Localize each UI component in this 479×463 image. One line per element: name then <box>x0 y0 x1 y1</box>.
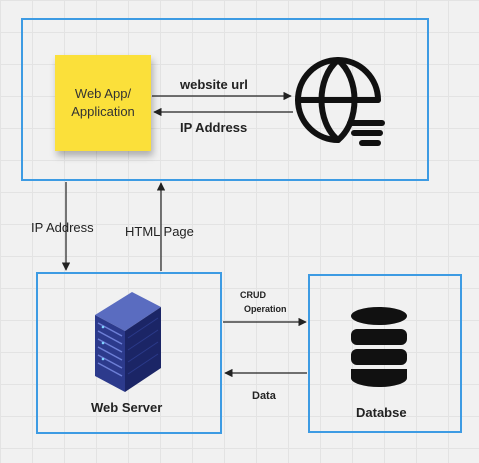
crud-operation-label: Operation <box>244 304 287 314</box>
database-container <box>308 274 462 433</box>
database-icon <box>351 307 407 387</box>
html-page-label: HTML Page <box>125 224 194 239</box>
ip-address-top-label: IP Address <box>180 120 248 135</box>
ip-address-side-label: IP Address <box>31 220 94 235</box>
database-label: Databse <box>356 405 407 420</box>
web-server-container <box>36 272 222 434</box>
globe-icon <box>295 57 385 146</box>
data-label: Data <box>252 390 276 402</box>
website-url-label: website url <box>180 77 248 92</box>
web-server-label: Web Server <box>91 400 163 415</box>
server-icon <box>95 292 161 392</box>
crud-label: CRUD <box>240 290 266 300</box>
web-app-sticky-note[interactable]: Web App/ Application <box>55 55 151 151</box>
client-container <box>21 18 429 181</box>
